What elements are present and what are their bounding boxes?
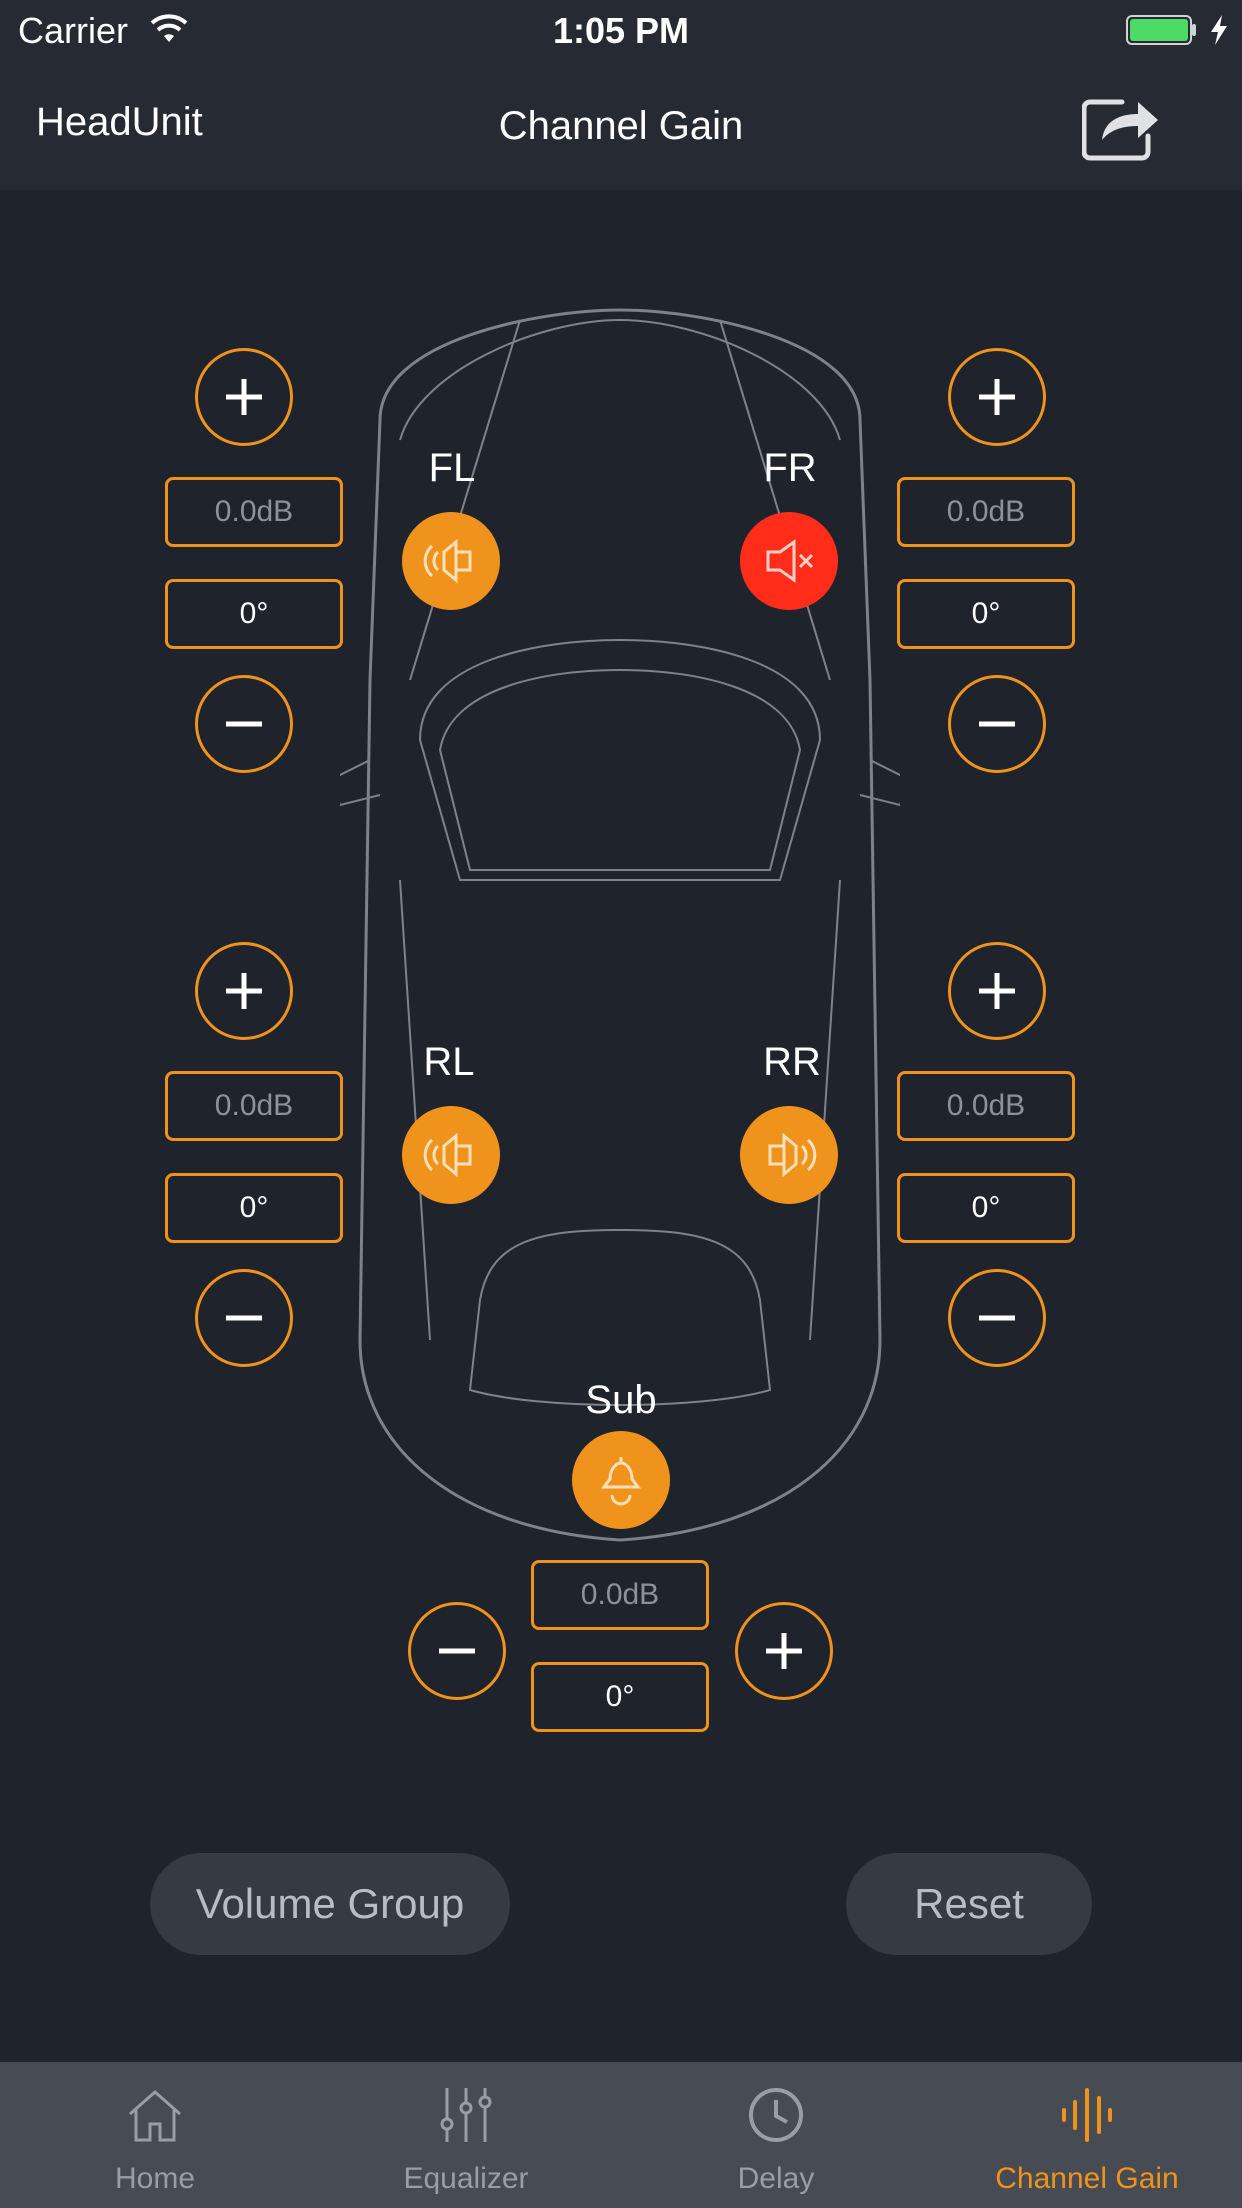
rl-phase-value[interactable]: 0° [165,1173,343,1243]
sub-decrease-button[interactable] [408,1602,506,1700]
speaker-icon [423,538,472,584]
volume-group-button[interactable]: Volume Group [150,1853,510,1955]
fl-decrease-button[interactable] [195,675,293,773]
fr-increase-button[interactable] [948,348,1046,446]
plus-icon [226,379,262,415]
speaker-icon [423,1132,472,1178]
fr-label: FR [763,446,817,490]
minus-icon [979,1315,1015,1321]
rl-gain-value[interactable]: 0.0dB [165,1071,343,1141]
fl-speaker-button[interactable] [402,512,500,610]
minus-icon [226,721,262,727]
page-title: Channel Gain [498,104,744,148]
status-bar: Carrier 1:05 PM [0,0,1242,62]
fl-phase-value[interactable]: 0° [165,579,343,649]
fl-label: FL [428,446,476,490]
tab-channel-gain[interactable]: Channel Gain [932,2062,1242,2208]
sub-gain-value[interactable]: 0.0dB [531,1560,709,1630]
battery-icon [1126,15,1196,45]
rr-label: RR [763,1040,821,1084]
sub-label: Sub [585,1378,657,1422]
share-icon[interactable] [1082,92,1160,162]
rr-decrease-button[interactable] [948,1269,1046,1367]
rr-gain-value[interactable]: 0.0dB [897,1071,1075,1141]
charging-icon [1211,15,1227,45]
fr-speaker-muted-button[interactable] [740,512,838,610]
minus-icon [439,1648,475,1654]
rr-speaker-button[interactable] [740,1106,838,1204]
tab-bar: Home Equalizer Delay Channel Gain [0,2062,1242,2208]
tab-equalizer[interactable]: Equalizer [311,2062,621,2208]
tab-delay[interactable]: Delay [621,2062,931,2208]
equalizer-icon [440,2088,492,2142]
minus-icon [979,721,1015,727]
sub-increase-button[interactable] [735,1602,833,1700]
tab-home[interactable]: Home [0,2062,310,2208]
rr-phase-value[interactable]: 0° [897,1173,1075,1243]
minus-icon [226,1315,262,1321]
fr-phase-value[interactable]: 0° [897,579,1075,649]
tab-equalizer-label: Equalizer [403,2162,529,2195]
plus-icon [226,973,262,1009]
home-icon [129,2090,181,2142]
reset-button[interactable]: Reset [846,1853,1092,1955]
clock-icon [749,2088,803,2142]
tab-delay-label: Delay [737,2162,815,2195]
fr-gain-value[interactable]: 0.0dB [897,477,1075,547]
rl-increase-button[interactable] [195,942,293,1040]
speaker-muted-icon [766,539,814,583]
rl-label: RL [423,1040,475,1084]
fl-increase-button[interactable] [195,348,293,446]
rl-speaker-button[interactable] [402,1106,500,1204]
rr-increase-button[interactable] [948,942,1046,1040]
speaker-icon [768,1132,817,1178]
plus-icon [979,379,1015,415]
plus-icon [979,973,1015,1009]
sub-phase-value[interactable]: 0° [531,1662,709,1732]
rl-decrease-button[interactable] [195,1269,293,1367]
tab-home-label: Home [114,2162,196,2195]
tab-channel-gain-label: Channel Gain [995,2162,1179,2195]
plus-icon [766,1633,802,1669]
carrier-label: Carrier [18,10,129,51]
car-outline-image [340,308,900,1542]
fr-decrease-button[interactable] [948,675,1046,773]
waveform-icon [1062,2088,1112,2142]
status-time: 1:05 PM [552,10,690,51]
subwoofer-icon [601,1457,641,1506]
sub-speaker-button[interactable] [572,1431,670,1529]
headunit-back-link[interactable]: HeadUnit [36,100,203,144]
navigation-bar: HeadUnit Channel Gain [0,62,1242,190]
wifi-icon [150,14,188,42]
fl-gain-value[interactable]: 0.0dB [165,477,343,547]
